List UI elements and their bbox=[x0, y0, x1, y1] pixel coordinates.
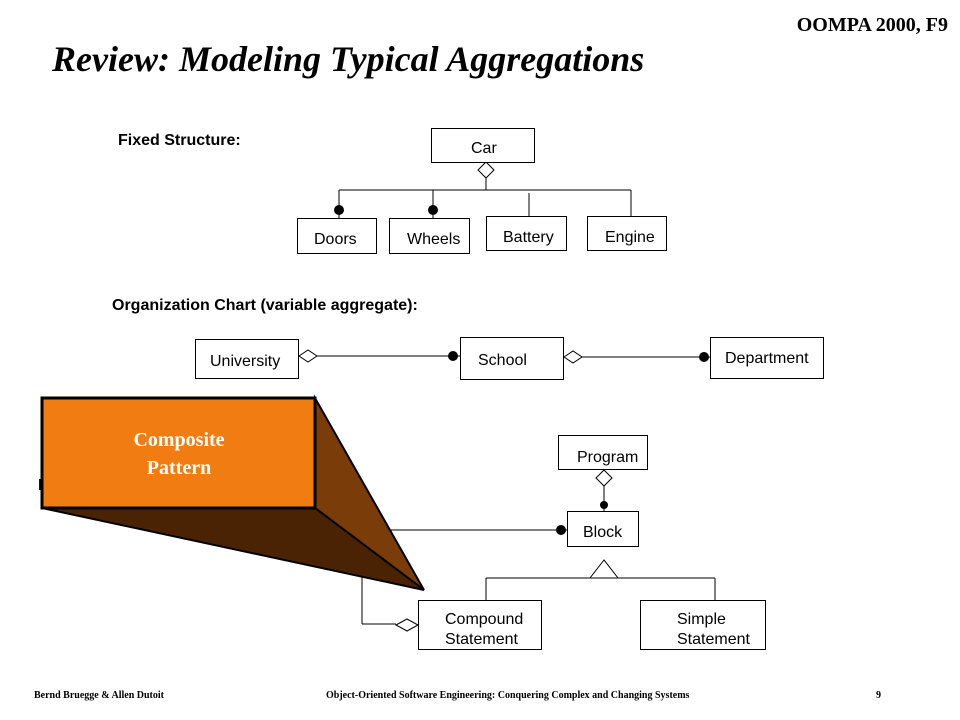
simple-label-line1: Simple bbox=[677, 611, 726, 628]
footer-authors: Bernd Bruegge & Allen Dutoit bbox=[34, 690, 164, 701]
footer-book-title: Object-Oriented Software Engineering: Co… bbox=[326, 690, 690, 701]
department-class-box: Department bbox=[710, 337, 824, 379]
org-chart-heading: Organization Chart (variable aggregate): bbox=[112, 297, 418, 314]
car-class-box: Car bbox=[431, 128, 535, 163]
wheels-multiplicity-dot bbox=[428, 205, 438, 215]
slide-title: Review: Modeling Typical Aggregations bbox=[52, 39, 645, 79]
doors-class-box: Doors bbox=[297, 218, 377, 254]
simple-label-line2: Statement bbox=[677, 631, 750, 648]
callout-line1: Composite bbox=[133, 429, 225, 451]
school-class-box: School bbox=[460, 337, 564, 380]
simple-statement-class-box: Simple Statement bbox=[640, 600, 766, 650]
block-class-box: Block bbox=[567, 511, 639, 547]
school-multiplicity-dot bbox=[448, 351, 458, 361]
compound-label-line1: Compound bbox=[445, 611, 524, 628]
callout-front-face bbox=[40, 396, 317, 510]
block-aggregate-dot bbox=[556, 525, 566, 535]
wheels-label: Wheels bbox=[407, 231, 461, 248]
doors-multiplicity-dot bbox=[334, 205, 344, 215]
department-label: Department bbox=[725, 350, 809, 367]
battery-label: Battery bbox=[503, 229, 554, 246]
program-label: Program bbox=[577, 449, 639, 466]
battery-class-box: Battery bbox=[486, 216, 567, 251]
compound-statement-class-box: Compound Statement bbox=[418, 600, 542, 650]
block-multiplicity-dot bbox=[600, 501, 608, 509]
callout-text: Composite Pattern bbox=[44, 426, 314, 482]
doors-label: Doors bbox=[314, 231, 357, 248]
block-label: Block bbox=[583, 524, 623, 541]
compound-label-line2: Statement bbox=[445, 631, 518, 648]
school-label: School bbox=[478, 352, 527, 369]
car-label: Car bbox=[471, 140, 497, 157]
university-label: University bbox=[210, 353, 281, 370]
university-class-box: University bbox=[195, 339, 299, 379]
program-class-box: Program bbox=[558, 435, 648, 470]
course-label: OOMPA 2000, F9 bbox=[796, 14, 948, 36]
engine-class-box: Engine bbox=[587, 216, 667, 251]
fixed-structure-heading: Fixed Structure: bbox=[118, 132, 241, 149]
engine-label: Engine bbox=[605, 229, 655, 246]
department-multiplicity-dot bbox=[699, 352, 709, 362]
footer-page-number: 9 bbox=[876, 690, 881, 701]
callout-line2: Pattern bbox=[146, 457, 212, 479]
wheels-class-box: Wheels bbox=[389, 218, 470, 254]
